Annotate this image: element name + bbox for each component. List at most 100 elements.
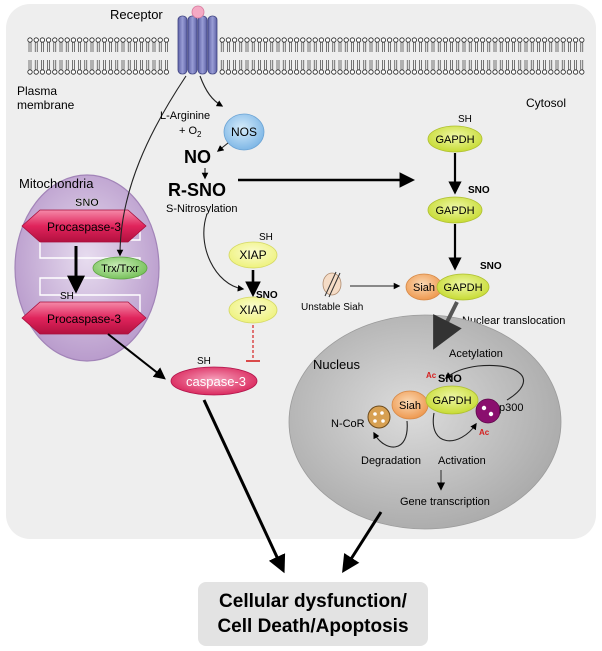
- lipid-head: [461, 69, 467, 75]
- sno-nucleus-label: SNO: [438, 373, 462, 385]
- lipid-head: [145, 69, 151, 75]
- lipid-head: [362, 37, 368, 43]
- lipid-tail: [351, 60, 354, 70]
- lipid-tail: [518, 42, 522, 52]
- lipid-tail: [549, 42, 553, 52]
- lipid-head: [486, 69, 492, 75]
- procaspase3-bottom: [21, 301, 147, 335]
- lipid-tail: [258, 60, 261, 70]
- lipid-tail: [487, 60, 491, 70]
- lipid-tail: [555, 42, 559, 52]
- lipid-head: [151, 37, 157, 43]
- lipid-tail: [400, 60, 404, 70]
- lipid-head: [95, 69, 101, 75]
- plasma-membrane: [27, 37, 585, 75]
- lipid-head: [238, 69, 244, 75]
- lipid-head: [411, 37, 417, 43]
- lipid-head: [312, 69, 318, 75]
- lipid-tail: [313, 42, 317, 52]
- degradation-arrow: [373, 420, 408, 448]
- lipid-head: [101, 37, 108, 43]
- lipid-tail: [351, 42, 354, 52]
- lipid-head: [27, 37, 33, 43]
- lipid-head: [244, 37, 250, 43]
- nos-label: NOS: [231, 125, 257, 139]
- lipid-head: [566, 69, 573, 75]
- lipid-tail: [375, 42, 379, 52]
- nuclear-translocation-label: Nuclear translocation: [462, 315, 565, 327]
- lipid-tail: [41, 42, 44, 52]
- ac-1-label: Ac: [426, 371, 437, 380]
- ncor-dot-2: [380, 411, 384, 415]
- lipid-head: [405, 37, 411, 43]
- p300-label: p300: [499, 402, 523, 414]
- lipid-tail: [127, 42, 131, 52]
- lipid-tail: [481, 42, 484, 52]
- lipid-tail: [301, 60, 305, 70]
- receptor-label: Receptor: [110, 7, 163, 22]
- lipid-tail: [140, 42, 143, 52]
- lipid-tail: [65, 42, 69, 52]
- lipid-tail: [307, 60, 311, 70]
- lipid-tail: [115, 42, 119, 52]
- ncor-dot-4: [381, 419, 385, 423]
- sh-xiap-label: SH: [259, 232, 273, 243]
- lipid-head: [157, 69, 163, 75]
- lipid-head: [126, 69, 132, 75]
- lipid-tail: [227, 42, 230, 52]
- nos-enzyme: [223, 113, 265, 151]
- lipid-head: [281, 37, 287, 43]
- lipid-tail: [72, 60, 75, 70]
- lipid-head: [554, 69, 560, 75]
- lipid-tail: [326, 42, 329, 52]
- lipid-tail: [34, 60, 38, 70]
- activation-label: Activation: [438, 455, 486, 467]
- lipid-head: [510, 37, 517, 43]
- lipid-tail: [468, 42, 472, 52]
- lipid-head: [219, 37, 225, 43]
- degradation-label: Degradation: [361, 455, 421, 467]
- lipid-head: [219, 69, 225, 75]
- lipid-head: [262, 69, 269, 75]
- lipid-head: [163, 69, 169, 75]
- lipid-head: [70, 69, 77, 75]
- lipid-head: [467, 37, 473, 43]
- lipid-head: [548, 69, 554, 75]
- lipid-tail: [220, 60, 224, 70]
- lipid-tail: [499, 42, 503, 52]
- trx-trxr-label: Trx/Trxr: [101, 263, 139, 275]
- lipid-tail: [493, 60, 497, 70]
- lipid-head: [355, 69, 362, 75]
- mitochondria-cristae: [30, 224, 141, 312]
- siah-cytosol-label: Siah: [413, 282, 435, 294]
- lipid-head: [523, 37, 529, 43]
- activation-arrow: [432, 412, 477, 442]
- outcome-line-1: Cellular dysfunction/: [219, 591, 407, 612]
- lipid-tail: [320, 60, 323, 70]
- lipid-head: [442, 37, 448, 43]
- lipid-head: [300, 69, 306, 75]
- lipid-tail: [47, 60, 50, 70]
- lipid-tail: [245, 60, 249, 70]
- lipid-tail: [400, 42, 404, 52]
- lipid-head: [337, 37, 343, 43]
- lipid-tail: [233, 60, 236, 70]
- lipid-head: [163, 37, 169, 43]
- lipid-head: [306, 69, 312, 75]
- lipid-head: [374, 69, 380, 75]
- p300-dot-1: [481, 405, 487, 411]
- lipid-head: [33, 69, 39, 75]
- arrow-nos-to-no: [216, 142, 229, 152]
- s-nitrosylation-label: S-Nitrosylation: [166, 203, 238, 215]
- acetylation-arrow: [444, 364, 525, 401]
- sno-mito-label: SNO: [75, 197, 99, 209]
- lipid-tail: [127, 60, 131, 70]
- lipid-head: [467, 69, 473, 75]
- lipid-head: [139, 37, 145, 43]
- lipid-head: [455, 37, 461, 43]
- lipid-tail: [537, 60, 540, 70]
- lipid-head: [368, 69, 374, 75]
- lipid-tail: [530, 42, 534, 52]
- lipid-head: [126, 37, 132, 43]
- lipid-head: [517, 69, 523, 75]
